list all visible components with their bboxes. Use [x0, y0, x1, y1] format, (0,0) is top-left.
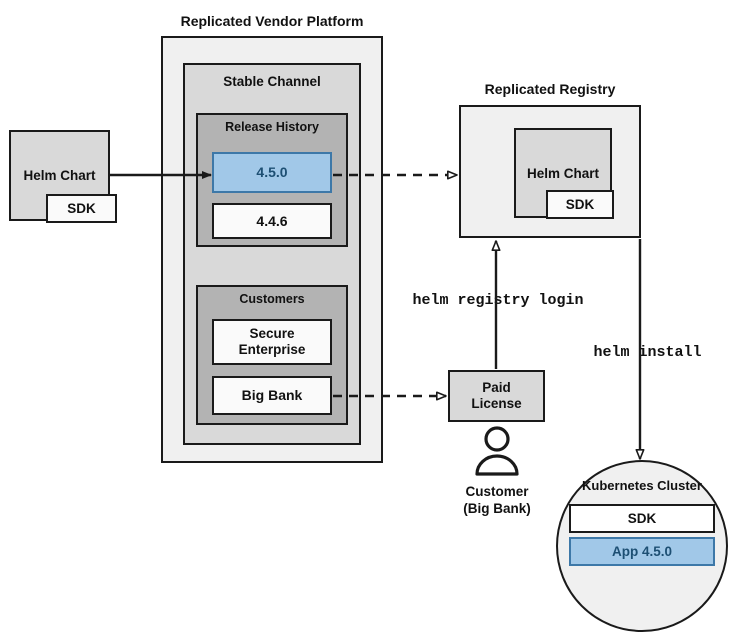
- source-sdk-node[interactable]: SDK: [46, 194, 117, 223]
- vendor-platform-title: Replicated Vendor Platform: [180, 13, 364, 29]
- customer-secure-enterprise[interactable]: Secure Enterprise: [212, 319, 332, 365]
- customer-actor-label-line2: (Big Bank): [463, 501, 531, 516]
- customers-title: Customers: [239, 292, 305, 306]
- customer-actor-label-line1: Customer: [465, 484, 529, 499]
- helm-registry-login-command: helm registry login: [412, 292, 584, 309]
- cluster-app-node[interactable]: App 4.5.0: [569, 537, 715, 566]
- cluster-sdk-node[interactable]: SDK: [569, 504, 715, 533]
- release-version-4-5-0[interactable]: 4.5.0: [212, 152, 332, 193]
- stable-channel-title: Stable Channel: [223, 74, 321, 89]
- replicated-registry-title: Replicated Registry: [484, 81, 616, 97]
- helm-install-command: helm install: [593, 344, 702, 361]
- registry-helm-chart-label: Helm Chart: [526, 166, 599, 181]
- source-helm-chart-label: Helm Chart: [23, 168, 96, 183]
- customer-actor-icon: [470, 426, 524, 476]
- release-history-title: Release History: [225, 120, 319, 134]
- registry-sdk-node[interactable]: SDK: [546, 190, 614, 219]
- paid-license-node[interactable]: Paid License: [448, 370, 545, 422]
- kubernetes-cluster-title: Kubernetes Cluster: [582, 478, 702, 493]
- customer-big-bank[interactable]: Big Bank: [212, 376, 332, 415]
- release-version-4-4-6[interactable]: 4.4.6: [212, 203, 332, 239]
